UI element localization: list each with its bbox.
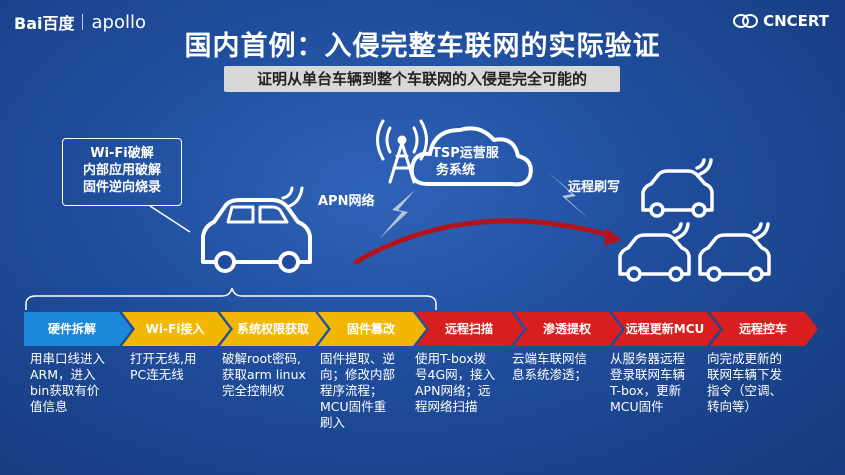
step-description-line: 程网络扫描 [415,399,478,414]
step-description-line: 用串口线进入 [30,351,106,366]
tsp-label-line: TSP运营服 [432,146,499,161]
step-description-line: APN网络；远 [415,383,491,398]
step-description-line: 息系统渗透； [512,367,588,382]
step-description-line: 云端车联网信 [512,351,588,366]
lightning-bolt-icon [380,190,415,238]
single-car-icon [201,198,312,273]
step-description-line: 向完成更新的 [707,351,783,366]
step-description-line: 获取arm linux [222,367,306,382]
cncert-emblem-icon [733,14,759,28]
brace-bracket [25,287,437,310]
step-description-line: 指令（空调、 [707,383,783,398]
process-step: 渗透提权 [514,312,622,346]
baidu-logo-text: Bai百度 [14,14,75,33]
step-description-line: 破解root密码, [222,351,302,366]
subtitle-banner: 证明从单台车辆到整个车联网的入侵是完全可能的 [224,66,620,92]
step-description-line: 使用T-box拨 [415,351,487,366]
process-step: 系统权限获取 [220,312,328,346]
step-description: 固件提取、逆向；修改内部程序流程；MCU固件重刷入 [320,351,412,431]
lightning-bolt-icon [548,172,590,220]
cncert-logo-text: CNCERT [763,12,829,30]
fleet-car-icon [698,222,771,282]
process-step: 远程扫描 [416,312,524,346]
step-description-line: MCU固件重 [320,399,387,414]
step-description-line: 转向等） [707,399,758,414]
attack-arc [353,218,615,265]
tsp-system-label: TSP运营服 务系统 [432,145,499,179]
tsp-label-line: 务系统 [436,163,476,178]
fleet-car-icon [641,158,714,218]
logo-divider [82,14,84,30]
step-description-line: T-box，更新 [610,383,682,398]
car-signal-icon [281,186,304,209]
step-description-line: 向；修改内部 [320,367,396,382]
process-step: 硬件拆解 [24,312,132,346]
attack-arc-arrowhead [604,228,622,246]
process-step: 固件篡改 [318,312,426,346]
step-description-line: 联网车辆下发 [707,367,783,382]
cncert-logo: CNCERT [733,12,829,30]
callout-line: 固件逆向烧录 [82,180,161,195]
fleet-car-icon [618,222,691,282]
step-description-line: 从服务器远程 [610,351,686,366]
step-description-line: PC连无线 [130,367,184,382]
callout-line: Wi-Fi破解 [90,146,154,161]
step-description-line: 值信息 [30,399,68,414]
attack-methods-callout: Wi-Fi破解 内部应用破解 固件逆向烧录 [62,138,182,206]
callout-pointer [149,205,191,233]
cell-tower-icon [376,119,428,184]
process-step: 远程控车 [710,312,818,346]
process-step: 远程更新MCU [612,312,720,346]
apn-network-label: APN网络 [318,194,375,209]
step-description: 云端车联网信息系统渗透； [512,351,606,383]
step-description: 向完成更新的联网车辆下发指令（空调、转向等） [707,351,807,415]
step-description-line: 打开无线,用 [130,351,197,366]
step-description-line: ARM，进入 [30,367,96,382]
page-title: 国内首例：入侵完整车联网的实际验证 [184,31,661,62]
step-description-line: 程序流程； [320,383,383,398]
step-description-line: MCU固件 [610,399,664,414]
step-description-line: 固件提取、逆 [320,351,396,366]
process-step: Wi-Fi接入 [122,312,230,346]
baidu-apollo-logo: Bai百度 apollo [14,10,146,34]
remote-flash-label: 远程刷写 [568,180,621,195]
step-description-line: 刷入 [320,415,346,430]
apollo-logo-text: apollo [91,11,146,33]
step-description-line: 号4G网，接入 [415,367,496,382]
tsp-cloud-icon [409,126,533,187]
step-description-line: 登录联网车辆 [610,367,686,382]
step-description-line: 完全控制权 [222,383,285,398]
step-description-line: bin获取有价 [30,383,100,398]
callout-line: 内部应用破解 [82,163,161,178]
